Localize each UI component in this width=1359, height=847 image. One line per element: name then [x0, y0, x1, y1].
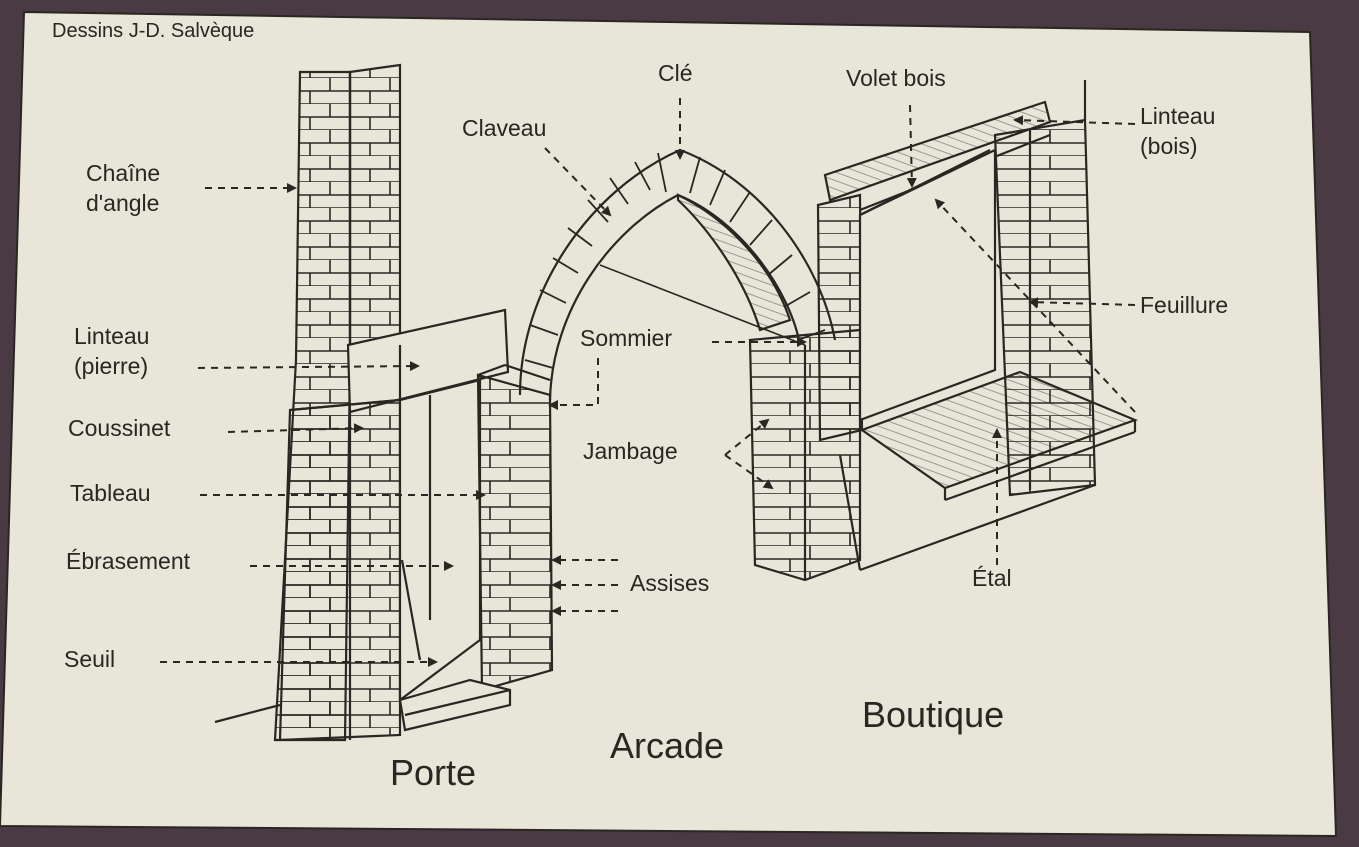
label-chaine-2: d'angle — [86, 190, 160, 216]
label-ebrasement: Ébrasement — [66, 548, 191, 574]
label-sommier: Sommier — [580, 325, 673, 351]
label-jambage: Jambage — [583, 438, 678, 464]
label-etal: Étal — [972, 565, 1012, 591]
label-linteau-bois-2: (bois) — [1140, 133, 1198, 159]
label-assises: Assises — [630, 570, 710, 596]
caption-porte: Porte — [390, 752, 477, 793]
label-linteau-pierre-1: Linteau — [74, 323, 150, 349]
label-coussinet: Coussinet — [68, 415, 171, 441]
caption-boutique: Boutique — [862, 694, 1005, 735]
leader-arrows — [160, 98, 1136, 667]
arrow-claveau — [544, 147, 612, 217]
arrow-feuillure — [1028, 297, 1136, 308]
arrow-sommier-left — [548, 358, 599, 410]
label-tableau: Tableau — [70, 480, 151, 506]
linteau-bois — [823, 100, 1052, 202]
tableau-jamb — [476, 373, 554, 692]
seuil-steps — [398, 678, 512, 732]
label-linteau-pierre-2: (pierre) — [74, 353, 149, 379]
caption-arcade: Arcade — [610, 725, 725, 766]
arrow-jambage-down — [724, 454, 774, 490]
credit-text: Dessins J-D. Salvèque — [52, 20, 255, 42]
linteau-pierre — [346, 308, 510, 414]
label-claveau: Claveau — [462, 115, 547, 141]
porte-drawing — [214, 63, 554, 742]
label-volet-bois: Volet bois — [846, 65, 946, 91]
label-linteau-bois-1: Linteau — [1140, 103, 1216, 129]
volet-bois — [858, 148, 997, 422]
label-chaine-1: Chaîne — [86, 160, 161, 186]
arrow-linteau-pierre — [197, 361, 420, 372]
arrow-coussinet — [227, 423, 364, 434]
arrow-feuillure-diag — [934, 198, 1136, 413]
label-seuil: Seuil — [64, 646, 116, 672]
door-ebrasement — [398, 378, 482, 703]
label-feuillure: Feuillure — [1140, 292, 1229, 318]
arrow-volet — [906, 104, 917, 188]
arrow-jambage-up — [724, 418, 770, 456]
label-cle: Clé — [658, 60, 693, 86]
